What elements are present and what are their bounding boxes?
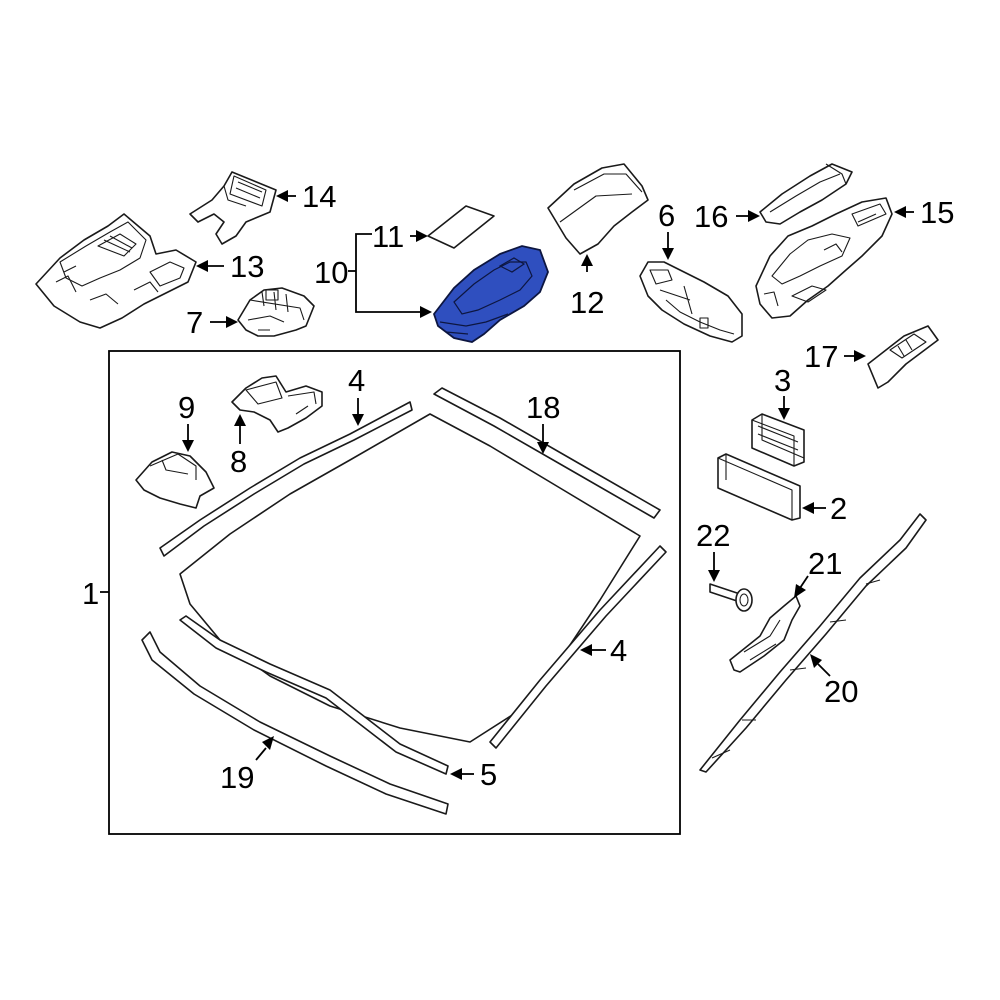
callout-20: 20: [824, 674, 858, 709]
callout-1: 1: [82, 576, 99, 611]
callout-9: 9: [178, 390, 195, 425]
callout-labels: 1 2 3 4 4 5 6 7 8 9 10 11 12 13 14 15 16…: [82, 179, 954, 795]
callout-14: 14: [302, 179, 336, 214]
callout-8: 8: [230, 444, 247, 479]
part-4-side-moulding[interactable]: [489, 545, 667, 749]
part-15-console-housing[interactable]: [755, 197, 893, 319]
callout-11: 11: [372, 219, 404, 254]
part-17-bracket[interactable]: [867, 325, 939, 389]
callout-13: 13: [230, 249, 264, 284]
part-19-cowl-seal[interactable]: [141, 631, 449, 815]
callout-17: 17: [804, 339, 838, 374]
part-20-cowl-panel[interactable]: [699, 513, 927, 773]
callout-19: 19: [220, 760, 254, 795]
callout-7: 7: [186, 305, 203, 340]
callout-12: 12: [570, 285, 604, 320]
part-18-top-moulding[interactable]: [433, 387, 661, 519]
part-12-cover[interactable]: [547, 163, 649, 255]
callout-6: 6: [658, 198, 675, 233]
part-5-lower-seal[interactable]: [179, 615, 449, 775]
part-22-bolt[interactable]: [709, 583, 753, 612]
callout-21: 21: [808, 546, 842, 581]
part-16-small-cover[interactable]: [759, 163, 853, 225]
part-7-bracket[interactable]: [237, 287, 315, 337]
callout-5: 5: [480, 757, 497, 792]
callout-18: 18: [526, 390, 560, 425]
callout-3: 3: [774, 363, 791, 398]
callout-4-lower: 4: [610, 633, 627, 668]
callout-22: 22: [696, 518, 730, 553]
part-13-cover-housing[interactable]: [35, 213, 197, 329]
callout-16: 16: [694, 199, 728, 234]
part-14-bracket[interactable]: [189, 171, 277, 245]
part-3-block[interactable]: [751, 413, 805, 467]
callout-2: 2: [830, 491, 847, 526]
callout-10: 10: [314, 255, 348, 290]
part-4-upper-moulding[interactable]: [159, 401, 413, 557]
part-11-pad[interactable]: [427, 205, 495, 249]
part-8-bracket[interactable]: [231, 375, 323, 433]
callout-15: 15: [920, 195, 954, 230]
part-21-seal-piece[interactable]: [729, 595, 801, 673]
part-6-rear-view-mirror[interactable]: [639, 261, 743, 343]
part-2-strip[interactable]: [717, 453, 801, 521]
leaders: [100, 190, 914, 780]
part-10-sensor-housing-highlighted[interactable]: [432, 245, 549, 343]
part-9-sensor-bracket[interactable]: [135, 451, 215, 509]
callout-4-upper: 4: [348, 363, 365, 398]
